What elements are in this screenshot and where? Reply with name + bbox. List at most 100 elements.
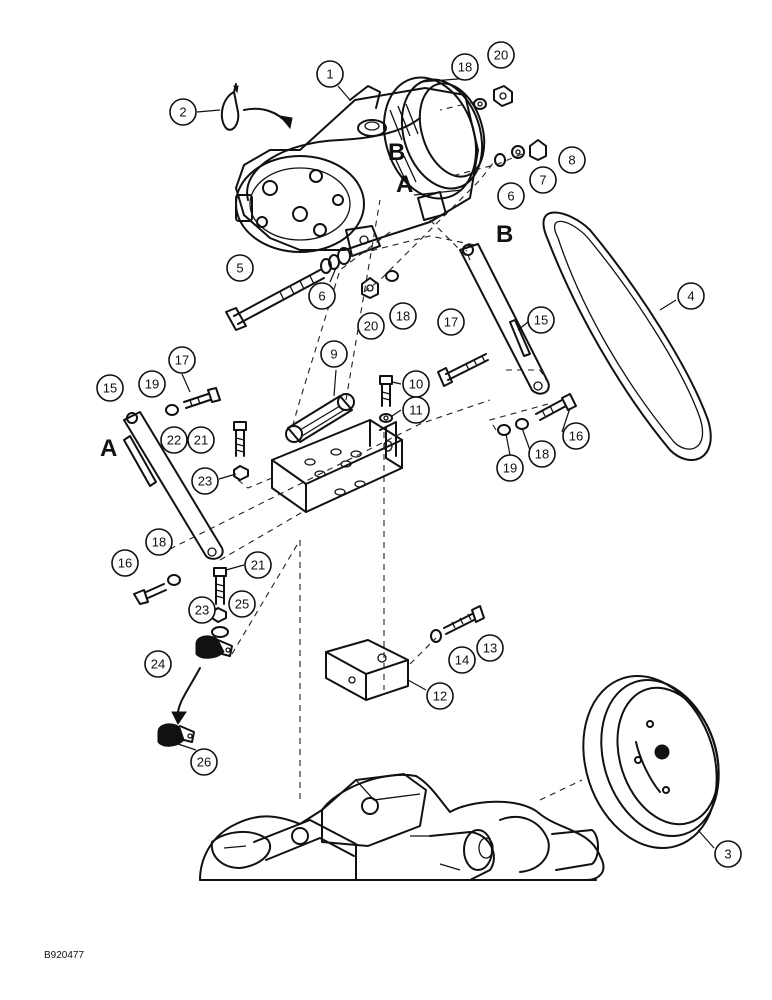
callout-label: 21: [251, 558, 265, 573]
callout-leader: [177, 743, 197, 751]
spacer-block: [325, 639, 409, 701]
callout-label: 18: [535, 447, 549, 462]
callout-label: 17: [444, 315, 458, 330]
callout-leader: [181, 373, 191, 393]
callout-leader: [333, 369, 337, 397]
section-letter-a-compressor: A: [396, 171, 413, 198]
callout-circle: [529, 166, 557, 194]
callout-18: 18: [389, 302, 417, 330]
callout-label: 12: [433, 689, 447, 704]
callout-circle: [316, 60, 344, 88]
bolt-10: [379, 375, 393, 423]
callout-label: 8: [568, 153, 575, 168]
callout-24: 24: [144, 650, 172, 678]
callout-label: 3: [724, 847, 731, 862]
callout-23: 23: [188, 596, 216, 624]
callout-5: 5: [226, 254, 254, 282]
callout-label: 4: [687, 289, 694, 304]
callout-circle: [402, 396, 430, 424]
callout-label: 23: [198, 474, 212, 489]
callout-circle: [714, 840, 742, 868]
callout-label: 6: [318, 289, 325, 304]
callout-circle: [228, 590, 256, 618]
callout-2: 2: [169, 98, 221, 126]
bolt-16-right: [497, 393, 577, 436]
callout-label: 14: [455, 653, 469, 668]
callout-14: 14: [448, 646, 476, 674]
callout-leader: [337, 85, 351, 101]
callout-circle: [96, 374, 124, 402]
nut-and-washers-right: [494, 139, 547, 167]
callout-circle: [187, 426, 215, 454]
callout-21: 21: [225, 551, 272, 579]
callout-label: 5: [236, 261, 243, 276]
callout-8: 8: [558, 146, 586, 174]
nut-and-washer-middle: [361, 270, 399, 299]
callout-15: 15: [96, 374, 124, 402]
clamp-assembly: [171, 567, 233, 725]
callout-22: 22: [160, 426, 188, 454]
mounting-bracket: [271, 393, 403, 513]
section-letter-b-compressor: B: [388, 139, 405, 166]
callout-leader: [505, 433, 511, 456]
callout-leader: [659, 299, 677, 311]
callout-circle: [190, 748, 218, 776]
callout-26: 26: [177, 743, 218, 776]
section-letter-a-strap: A: [100, 435, 117, 462]
callout-circle: [160, 426, 188, 454]
callout-circle: [562, 422, 590, 450]
mounting-bolt: [225, 247, 351, 331]
callout-leader: [196, 109, 221, 113]
callout-circle: [144, 650, 172, 678]
callout-label: 15: [534, 313, 548, 328]
callout-label: 11: [409, 403, 423, 418]
callout-18: 18: [451, 53, 479, 81]
callout-label: 17: [175, 353, 189, 368]
callout-circle: [496, 454, 524, 482]
callout-circle: [389, 302, 417, 330]
callout-23: 23: [191, 467, 237, 495]
callout-10: 10: [391, 370, 430, 398]
callout-6: 6: [497, 182, 525, 210]
callout-leader: [697, 829, 715, 849]
callout-12: 12: [407, 679, 454, 710]
callout-circle: [448, 646, 476, 674]
section-letter-b-strap: B: [496, 221, 513, 248]
callout-label: 16: [569, 429, 583, 444]
callout-label: 7: [539, 173, 546, 188]
callout-4: 4: [659, 282, 705, 311]
callout-circle: [528, 440, 556, 468]
callout-label: 1: [326, 67, 333, 82]
clamp-26: [157, 723, 195, 747]
drive-belt: [542, 211, 712, 461]
decal-tag: [220, 83, 293, 131]
callout-label: 10: [409, 377, 423, 392]
compressor: [235, 76, 486, 257]
callout-16: 16: [111, 549, 139, 577]
callout-label: 18: [152, 535, 166, 550]
callout-label: 22: [167, 433, 181, 448]
callout-label: 9: [330, 347, 337, 362]
callout-17: 17: [437, 308, 465, 336]
callout-label: 26: [197, 755, 211, 770]
callout-circle: [320, 340, 348, 368]
callout-label: 6: [507, 189, 514, 204]
callout-label: 25: [235, 597, 249, 612]
callout-16: 16: [561, 407, 590, 450]
callout-circle: [169, 98, 197, 126]
callout-circle: [527, 306, 555, 334]
callout-leader: [517, 321, 529, 331]
callout-circle: [308, 282, 336, 310]
callout-circle: [451, 53, 479, 81]
callout-label: 13: [483, 641, 497, 656]
callout-circle: [226, 254, 254, 282]
bolt-21-upper: [233, 421, 249, 481]
callout-leader: [225, 564, 245, 571]
callout-15: 15: [517, 306, 555, 334]
callout-leader: [218, 473, 237, 480]
callout-21: 21: [187, 426, 215, 454]
adjusting-strap-left: [123, 411, 224, 560]
callout-leader: [329, 267, 337, 283]
callout-circle: [677, 282, 705, 310]
